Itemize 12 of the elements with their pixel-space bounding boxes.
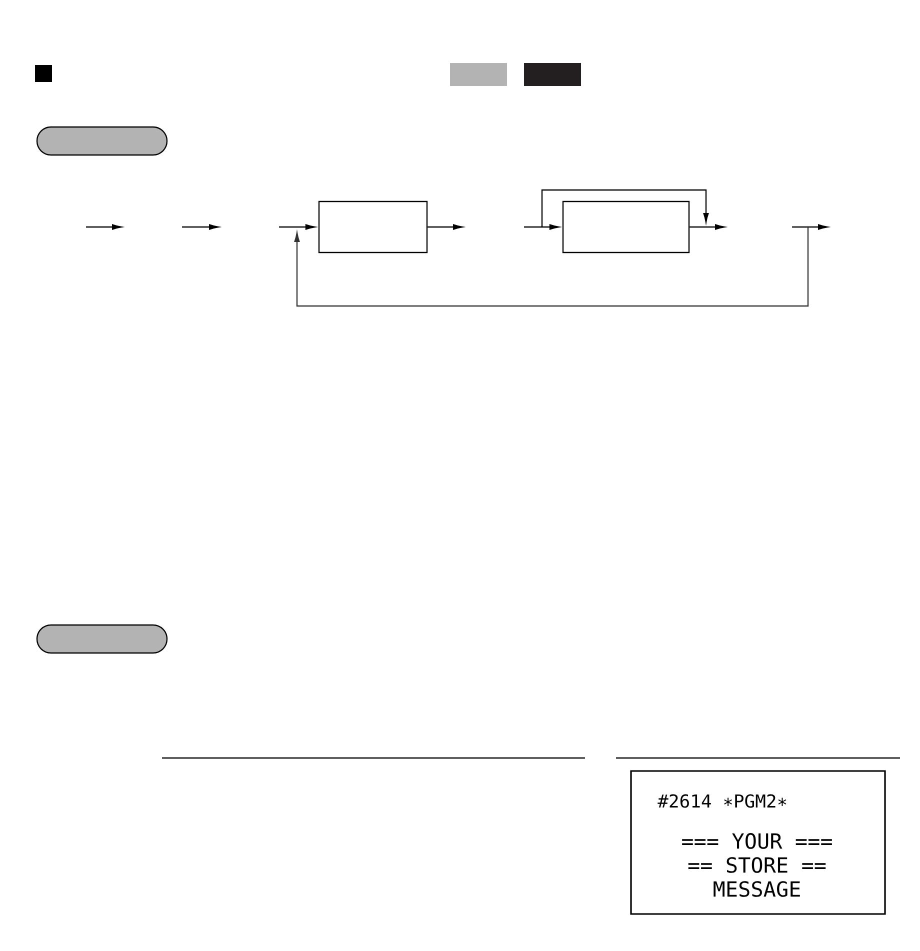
receipt-line: === YOUR ===: [682, 833, 832, 849]
arrow: [524, 224, 560, 230]
receipt-header: #2614 ∗PGM2∗: [658, 794, 786, 808]
process-box: [318, 200, 428, 254]
receipt-line: MESSAGE: [714, 881, 800, 897]
arrow: [428, 224, 463, 230]
receipt-line: == STORE ==: [688, 857, 826, 873]
heading-pill: [36, 126, 168, 156]
arrow: [690, 224, 725, 230]
arrow: [279, 224, 316, 230]
process-box: [562, 200, 690, 254]
heading-pill: [36, 624, 168, 654]
